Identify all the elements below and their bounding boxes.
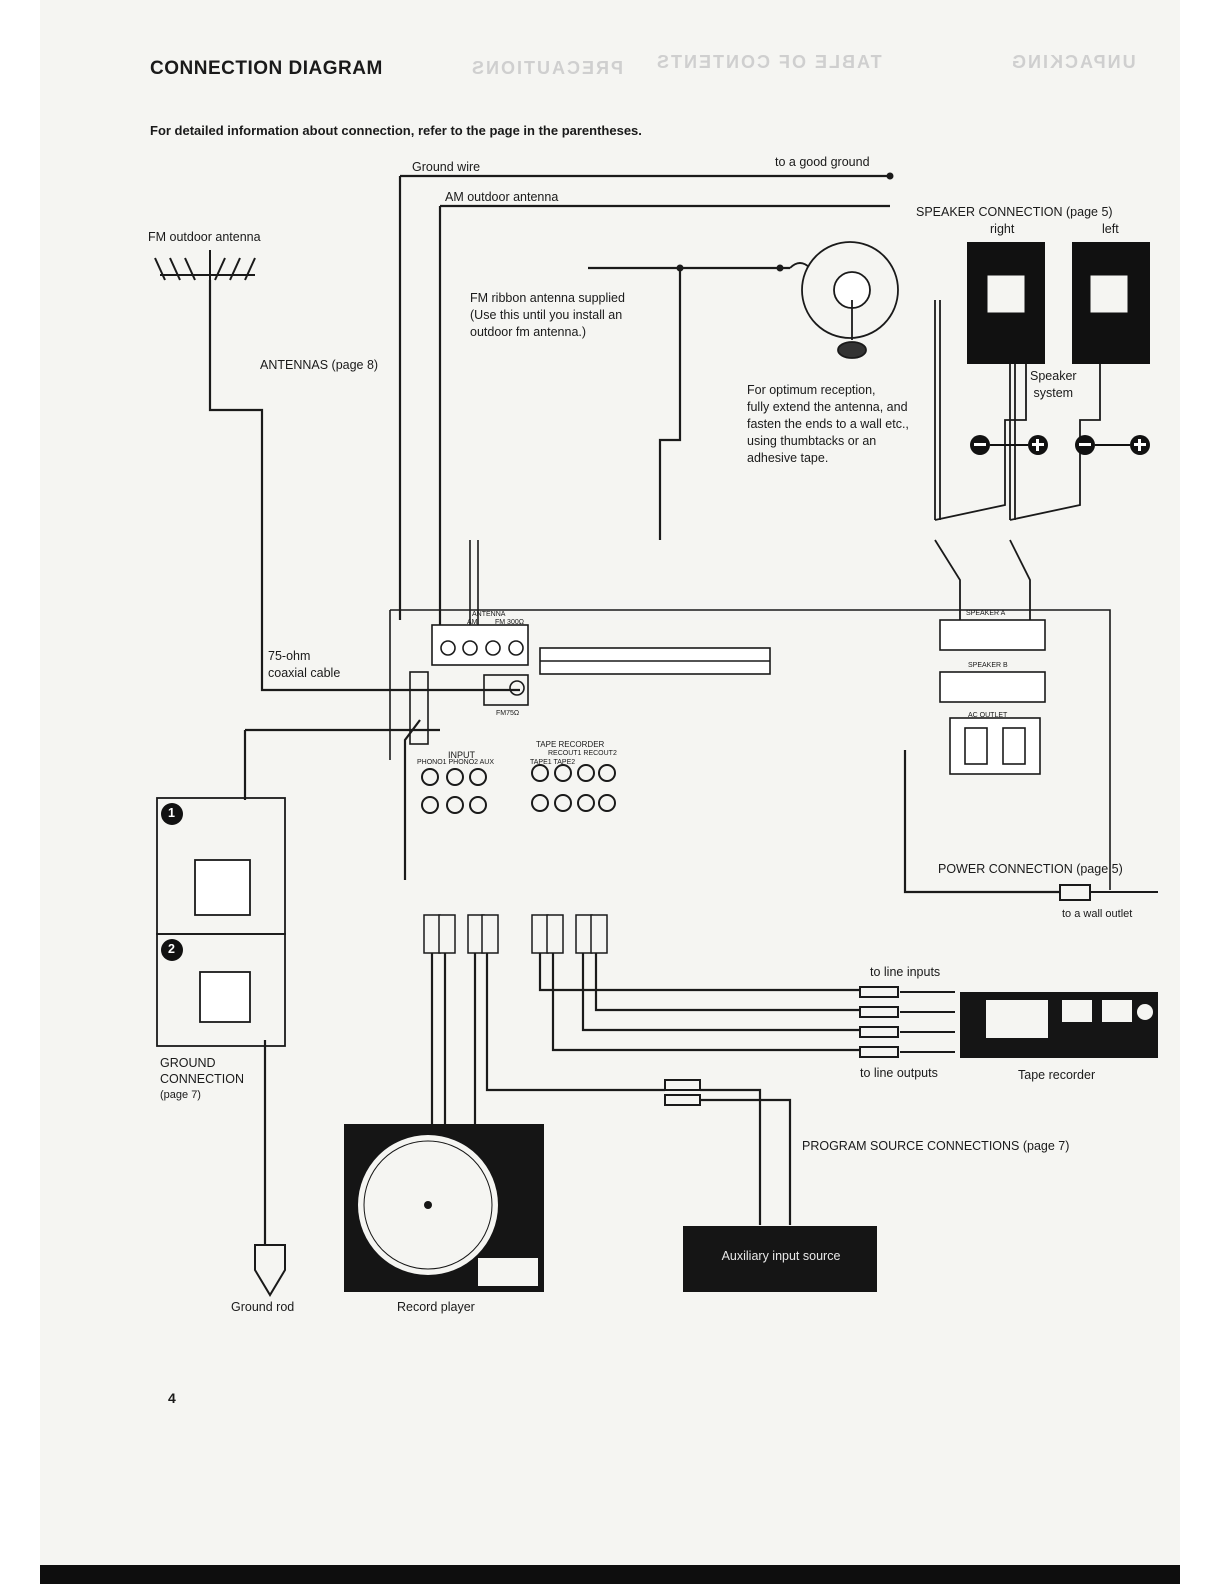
panel-tape-jacks: TAPE1 TAPE2: [530, 759, 575, 766]
ground-wire-label: Ground wire: [412, 160, 480, 174]
panel-tape-label: TAPE RECORDER: [536, 740, 604, 749]
good-ground-label: to a good ground: [775, 155, 870, 169]
power-connection-label: POWER CONNECTION (page 5): [938, 862, 1123, 876]
speaker-connection-label: SPEAKER CONNECTION (page 5): [916, 205, 1113, 219]
rca-jacks: [422, 765, 615, 813]
panel-ac-outlet: AC OUTLET: [968, 712, 1007, 719]
record-player-label: Record player: [397, 1300, 475, 1314]
page-number: 4: [168, 1390, 176, 1406]
optimum-reception-note: For optimum reception,fully extend the a…: [747, 382, 909, 467]
page-title: CONNECTION DIAGRAM: [150, 58, 383, 80]
scan-edge: [40, 1565, 1180, 1584]
fm-ribbon-note: FM ribbon antenna supplied(Use this unti…: [470, 290, 625, 341]
panel-fm300-label: FM 300Ω: [495, 619, 524, 626]
panel-recout-label: RECOUT1 RECOUT2: [548, 750, 617, 757]
panel-am-label: AM: [467, 619, 478, 626]
panel-antenna-label: ANTENNA: [472, 611, 505, 618]
speaker-right-label: right: [990, 222, 1014, 236]
rca-plugs: [424, 915, 607, 953]
panel-speaker-a: SPEAKER A: [966, 610, 1005, 617]
fm-antenna-label: FM outdoor antenna: [148, 230, 261, 244]
fm-outdoor-lead: [210, 280, 440, 690]
ribbon-antenna-icon: [790, 242, 898, 358]
aux-source-label: Auxiliary input source: [686, 1249, 876, 1263]
panel-input-jacks: PHONO1 PHONO2 AUX: [417, 759, 494, 766]
antennas-label: ANTENNAS (page 8): [260, 358, 378, 372]
receiver-rear-panel: [390, 610, 1110, 890]
intro-text: For detailed information about connectio…: [150, 123, 642, 138]
ground-rod-label: Ground rod: [231, 1300, 294, 1314]
to-line-inputs-label: to line inputs: [870, 965, 940, 979]
step-1-number: 1: [168, 806, 175, 820]
to-line-outputs-label: to line outputs: [860, 1066, 938, 1080]
ground-rod-icon: [255, 1245, 285, 1295]
tape-plugs: [665, 987, 955, 1105]
wall-outlet-label: to a wall outlet: [1062, 908, 1132, 920]
program-source-label: PROGRAM SOURCE CONNECTIONS (page 7): [802, 1139, 1069, 1153]
fm-antenna-icon: [155, 250, 255, 330]
speaker-left-label: left: [1102, 222, 1119, 236]
speaker-left-icon: [1072, 242, 1150, 364]
tape-recorder-icon: [960, 992, 1158, 1058]
tape-recorder-label: Tape recorder: [1018, 1068, 1095, 1082]
polarity-symbols: [970, 435, 1150, 455]
step-2-number: 2: [168, 942, 175, 956]
wall-plug-icon: [1060, 885, 1158, 900]
record-player-icon: [344, 1124, 544, 1292]
ground-connection-steps: [157, 798, 285, 1046]
speaker-right-icon: [967, 242, 1045, 364]
panel-speaker-b: SPEAKER B: [968, 662, 1008, 669]
am-antenna-label: AM outdoor antenna: [445, 190, 558, 204]
fm-ribbon-lead: [660, 268, 680, 540]
panel-fm75-label: FM75Ω: [496, 710, 519, 717]
